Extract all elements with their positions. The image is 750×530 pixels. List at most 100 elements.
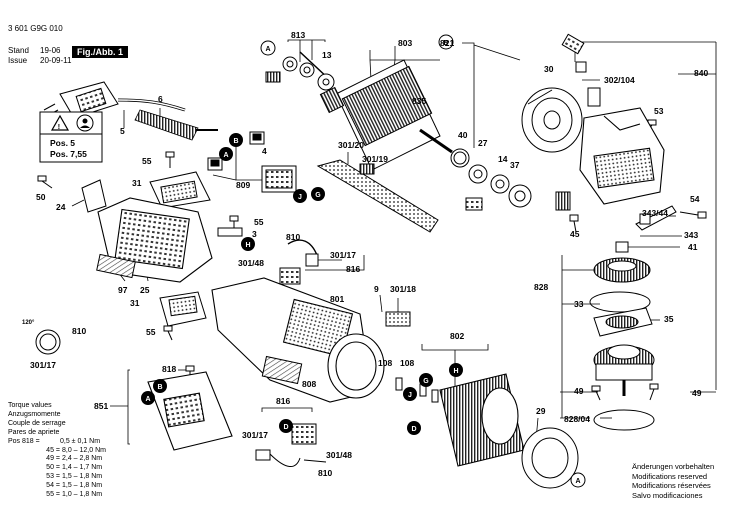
electronics-module xyxy=(147,371,233,451)
label-27: 27 xyxy=(478,138,488,148)
label-835: 835 xyxy=(412,96,426,106)
torque-row: 45 =8,0 – 12,0 Nm xyxy=(8,447,106,456)
fan-baffle xyxy=(521,427,579,489)
torque-pos: 54 = xyxy=(46,482,60,490)
label-53: 53 xyxy=(654,106,664,116)
torque-row: 54 =1,5 – 1,8 Nm xyxy=(8,482,106,491)
torque-row: Pos 818 =0,5 ± 0,1 Nm xyxy=(8,438,106,447)
switch-part xyxy=(261,165,297,193)
label-803: 803 xyxy=(398,38,412,48)
modifications-note: Änderungen vorbehalten Modifications res… xyxy=(632,462,714,500)
label-25: 25 xyxy=(140,285,150,295)
torque-row: 50 =1,4 – 1,7 Nm xyxy=(8,464,106,473)
figure-label: Fig./Abb. 1 xyxy=(72,46,128,58)
svg-text:B: B xyxy=(443,40,448,47)
spindle-lock-parts xyxy=(561,33,601,107)
callout-A4: A xyxy=(570,472,586,488)
rear-cap-top xyxy=(149,171,211,209)
svg-text:H: H xyxy=(245,242,250,249)
torque-row: 55 =1,0 – 1,8 Nm xyxy=(8,491,106,500)
torque-row: 53 =1,5 – 1,8 Nm xyxy=(8,473,106,482)
warning-box: ! xyxy=(39,111,103,163)
torque-heading: Couple de serrage xyxy=(8,419,66,427)
label-45: 45 xyxy=(570,229,580,239)
label-301-48-b: 301/48 xyxy=(326,450,352,460)
torque-pos: 50 = xyxy=(46,464,60,472)
cord-sleeve xyxy=(134,109,218,141)
torque-pos: 55 = xyxy=(46,491,60,499)
torque-value: 1,0 – 1,8 Nm xyxy=(62,491,103,499)
leader-lines xyxy=(71,39,717,445)
label-343-44: 343/44 xyxy=(642,208,668,218)
svg-text:G: G xyxy=(423,378,429,385)
label-40: 40 xyxy=(458,130,468,140)
label-301-17-c: 301/17 xyxy=(242,430,268,440)
label-24: 24 xyxy=(56,202,66,212)
torque-pos: Pos 818 = xyxy=(8,437,40,445)
svg-text:G: G xyxy=(315,192,321,199)
torque-value: 1,4 – 1,7 Nm xyxy=(62,464,103,472)
callout-G: G xyxy=(311,187,325,201)
svg-text:B: B xyxy=(157,384,162,391)
label-810-b: 810 xyxy=(72,326,86,336)
label-840: 840 xyxy=(694,68,708,78)
label-828-04: 828/04 xyxy=(564,414,590,424)
callout-D: D xyxy=(407,421,421,435)
gear-housing xyxy=(579,107,665,205)
torque-heading: Pares de apriete xyxy=(8,428,60,436)
label-343: 343 xyxy=(684,230,698,240)
issue-value: 20-09-11 xyxy=(40,56,72,65)
label-301-48-a: 301/48 xyxy=(238,258,264,268)
modifications-line: Modifications réservées xyxy=(632,481,711,490)
warning-pos-line2: Pos. 7,55 xyxy=(50,149,87,159)
carbon-brushes xyxy=(395,377,439,403)
callout-H2: H xyxy=(449,363,463,377)
label-301-19: 301/19 xyxy=(362,154,388,164)
torque-pos: 45 = xyxy=(46,446,60,454)
label-813: 813 xyxy=(291,30,305,40)
stand-label: Stand xyxy=(8,46,29,55)
doc-number: 3 601 G9G 010 xyxy=(8,24,63,33)
part-301-18 xyxy=(385,311,411,327)
callout-B: B xyxy=(438,34,454,50)
label-810-c: 810 xyxy=(318,468,332,478)
label-808: 808 xyxy=(302,379,316,389)
torque-value: 1,5 – 1,8 Nm xyxy=(62,473,103,481)
field-cable-coil xyxy=(35,329,61,355)
callout-A: A xyxy=(260,40,276,56)
callout-A3: A xyxy=(141,391,155,405)
brush-holder-bar xyxy=(316,159,439,233)
svg-text:A: A xyxy=(265,46,270,53)
label-108-b: 108 xyxy=(400,358,414,368)
modifications-line: Salvo modificaciones xyxy=(632,490,703,500)
svg-text:D: D xyxy=(283,424,288,431)
modifications-line: Modifications reserved xyxy=(632,471,708,481)
label-801: 801 xyxy=(330,294,344,304)
label-4: 4 xyxy=(262,146,267,156)
label-6: 6 xyxy=(158,94,163,104)
torque-heading: Torque values xyxy=(8,402,52,409)
label-301-18: 301/18 xyxy=(390,284,416,294)
torque-heading: Anzugsmomente xyxy=(8,410,61,418)
torque-value: 2,4 – 2,8 Nm xyxy=(62,455,103,463)
svg-text:A: A xyxy=(575,478,580,485)
svg-text:J: J xyxy=(298,194,302,201)
stator-field xyxy=(439,373,525,467)
label-851: 851 xyxy=(94,401,108,411)
callout-B3: B xyxy=(153,379,167,393)
power-plug xyxy=(43,81,186,119)
label-31-a: 31 xyxy=(132,178,142,188)
pinion-gear xyxy=(555,191,571,211)
stand-value: 19-06 xyxy=(40,46,61,55)
rear-cap-bottom xyxy=(159,291,207,327)
callout-B2: B xyxy=(229,133,243,147)
callout-circles: A B B A J G H xyxy=(141,34,586,488)
cable-assembly-lower xyxy=(255,423,327,467)
label-55-c: 55 xyxy=(146,327,156,337)
label-30: 30 xyxy=(544,64,554,74)
svg-text:A: A xyxy=(145,396,150,403)
torque-row: 49 =2,4 – 2,8 Nm xyxy=(8,455,106,464)
label-31-b: 31 xyxy=(130,298,140,308)
modifications-line: Änderungen vorbehalten xyxy=(632,462,715,471)
